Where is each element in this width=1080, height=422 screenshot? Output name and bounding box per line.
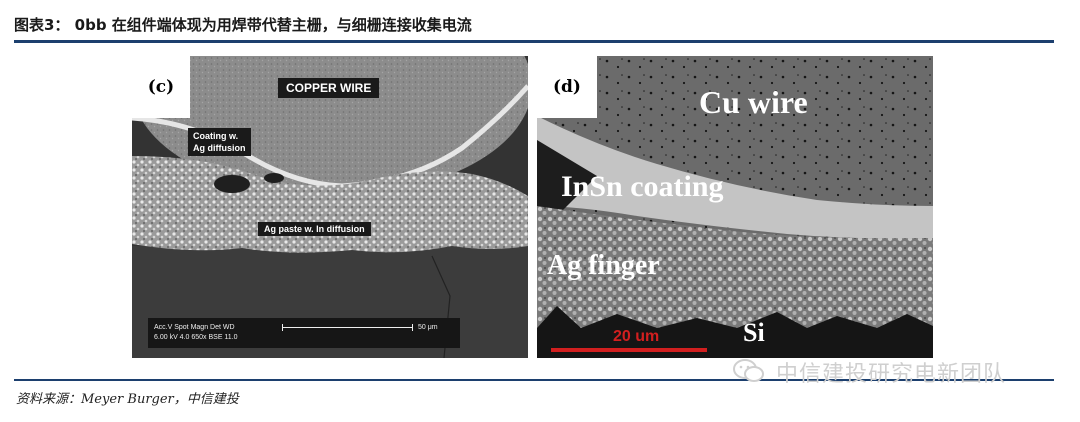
top-rule bbox=[14, 40, 1054, 43]
insn-coating-label: InSn coating bbox=[561, 170, 724, 203]
cu-wire-label: Cu wire bbox=[699, 84, 808, 120]
sem-panel-c: (c) COPPER WIRE Coating w. Ag diffusion … bbox=[132, 56, 528, 358]
panel-d-micrograph bbox=[537, 56, 933, 358]
coating-label-line2: Ag diffusion bbox=[193, 143, 246, 153]
panel-c-letter: (c) bbox=[132, 56, 190, 118]
ag-paste-label: Ag paste w. In diffusion bbox=[258, 222, 371, 236]
ag-finger-label: Ag finger bbox=[547, 250, 660, 281]
coating-label-line1: Coating w. bbox=[193, 131, 239, 141]
databar-row1: Acc.V Spot Magn Det WD bbox=[154, 324, 235, 331]
scale-label-c: 50 μm bbox=[418, 324, 438, 331]
scale-label-d: 20 um bbox=[613, 328, 660, 345]
sem-data-bar: Acc.V Spot Magn Det WD 6.00 kV 4.0 650x … bbox=[148, 318, 460, 348]
sem-panel-d: (d) Cu wire InSn coating Ag finger Si 20… bbox=[537, 56, 933, 358]
copper-wire-label: COPPER WIRE bbox=[278, 78, 380, 98]
panel-d-letter: (d) bbox=[537, 56, 597, 118]
si-label: Si bbox=[743, 318, 765, 347]
databar-row2: 6.00 kV 4.0 650x BSE 11.0 bbox=[154, 334, 238, 341]
coating-label: Coating w. Ag diffusion bbox=[188, 128, 251, 156]
watermark-text: 中信建投研究电新团队 bbox=[776, 362, 1007, 387]
bottom-rule bbox=[14, 379, 1054, 381]
scale-bar-d bbox=[551, 348, 707, 352]
scale-bar-c-tick-left bbox=[282, 324, 283, 331]
source-note: 资料来源：Meyer Burger，中信建投 bbox=[16, 392, 239, 407]
panel-c-micrograph bbox=[132, 56, 528, 358]
figure-title: 图表3： 0bb 在组件端体现为用焊带代替主栅，与细栅连接收集电流 bbox=[14, 16, 472, 34]
scale-bar-c-tick-right bbox=[412, 324, 413, 331]
scale-bar-c bbox=[282, 327, 412, 328]
wechat-icon bbox=[733, 359, 764, 382]
